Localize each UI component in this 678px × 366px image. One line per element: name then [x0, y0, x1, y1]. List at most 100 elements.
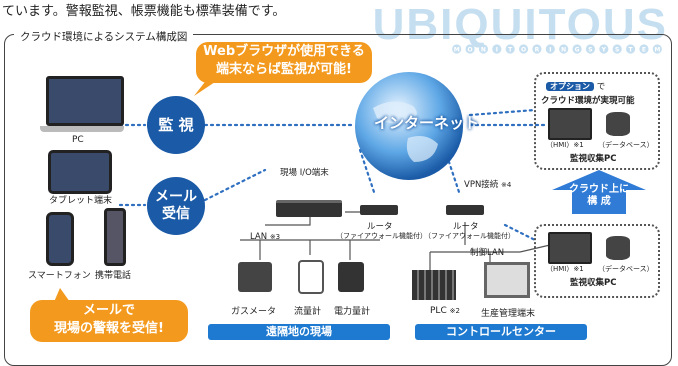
logo-ubiquitous: UBIQUITOUS: [372, 0, 668, 49]
power-meter-device: [338, 262, 364, 292]
logo-letter-circle: [625, 44, 636, 54]
field-router-device: [360, 205, 398, 215]
mobile-phone-label: 携帯電話: [95, 271, 132, 281]
io-terminal-label: 現場 I/O端末: [280, 168, 329, 178]
flow-meter-device: [298, 260, 324, 294]
internet-label: インターネット: [374, 114, 480, 132]
callout-mail-line1: メールで: [82, 303, 135, 318]
logo-letter-circle: [572, 44, 582, 54]
onsite-db-label: （データベース）: [598, 265, 654, 273]
logo-letter: S: [615, 47, 619, 54]
callout-mail-pointer: [54, 288, 70, 302]
logo-letter-circle: [452, 44, 462, 54]
cloud-pc-icon: [548, 108, 592, 140]
option-badge: オプション: [546, 82, 594, 91]
logo-letter: N: [561, 47, 566, 54]
logo-letter: G: [575, 47, 580, 54]
up-arrow-icon: [552, 170, 646, 214]
tablet-label: タブレット端末: [49, 196, 113, 206]
onsite-monitor-pc-label: 監視収集PC: [570, 278, 617, 288]
logo-letter-circle: [492, 44, 502, 54]
diagram-title: クラウド環境によるシステム構成図: [14, 29, 194, 44]
center-router-device: [446, 205, 484, 215]
remote-site-label: 遠隔地の現場: [208, 324, 390, 340]
logo-letter: M: [654, 47, 660, 54]
center-router-label: ルータ: [453, 222, 479, 232]
callout-web-pointer: [194, 78, 218, 96]
mail-circle-line1: メール: [155, 189, 197, 205]
option-text: クラウド環境が実現可能: [541, 96, 635, 106]
cloud-arrow-label: クラウド上に 構 成: [569, 184, 629, 207]
onsite-db-icon: [606, 236, 630, 260]
logo-letter-circle: [652, 44, 662, 54]
cloud-db-icon: [606, 112, 630, 136]
cloud-hmi-label: （HMI）※1: [546, 141, 584, 149]
flow-meter-label: 流量計: [294, 307, 322, 317]
cloud-option-box: [534, 72, 660, 170]
pc-device: [40, 76, 124, 132]
logo-letter: Y: [601, 47, 607, 54]
option-heading: オプション で: [546, 80, 605, 92]
logo-letter-circle: [559, 44, 569, 54]
logo-letter: E: [642, 47, 646, 54]
logo-letter-circle: [639, 44, 649, 54]
logo-letter: M: [454, 47, 460, 54]
logo-letter-circle: [478, 44, 489, 54]
control-center-label: コントロールセンター: [415, 324, 587, 340]
internet-globe: [355, 72, 463, 180]
control-lan-label: 制御LAN: [470, 248, 505, 258]
smartphone-label: スマートフォン: [28, 271, 91, 281]
tablet-device: [48, 150, 112, 194]
onsite-pc-icon: [548, 232, 592, 264]
smartphone-device: [46, 212, 74, 266]
cloud-db-label: （データベース）: [598, 141, 654, 149]
field-router-note: （ファイアウォール機能付）: [336, 232, 427, 240]
power-meter-label: 電力量計: [334, 307, 371, 317]
logo-letter: O: [521, 47, 526, 54]
up-arrow-cloud: [550, 170, 648, 214]
lan-label: LAN ※3: [250, 232, 281, 242]
logo-letter-circle: [505, 44, 515, 54]
onsite-monitor-box: [534, 224, 660, 298]
logo-letter: I: [496, 47, 498, 54]
monitor-circle: 監 視: [147, 96, 205, 154]
production-terminal-device: [484, 262, 530, 298]
io-terminal-device: [276, 200, 342, 217]
logo-letter-circle: [545, 44, 555, 54]
mail-receive-circle: メール 受信: [147, 177, 205, 235]
logo-letter: N: [481, 47, 486, 54]
logo-letter: R: [535, 47, 540, 54]
onsite-hmi-label: （HMI）※1: [546, 265, 584, 273]
mail-circle-line2: 受信: [162, 206, 190, 222]
logo-letter: O: [468, 47, 473, 54]
logo-letter-circle: [612, 44, 622, 54]
gas-meter-label: ガスメータ: [231, 307, 277, 317]
cloud-monitor-pc-label: 監視収集PC: [570, 154, 617, 164]
logo-letter: T: [508, 47, 513, 54]
vpn-label: VPN接続 ※4: [464, 180, 512, 190]
logo-letter: T: [629, 47, 634, 54]
logo-letter-circle: [599, 44, 609, 54]
mobile-phone-device: [104, 208, 126, 266]
center-router-note: （ファイアウォール機能付）: [424, 232, 515, 240]
callout-web-line2: 端末ならば監視が可能!: [216, 62, 352, 77]
logo-letter-circle: [465, 44, 475, 54]
plc-label: PLC ※2: [430, 306, 460, 316]
field-router-label: ルータ: [367, 222, 393, 232]
callout-mail: メールで 現場の警報を受信!: [30, 300, 188, 342]
callout-web-line1: Webブラウザが使用できる: [203, 44, 365, 59]
callout-mail-line2: 現場の警報を受信!: [54, 321, 164, 336]
plc-device: [412, 270, 456, 300]
logo-letter: I: [549, 47, 551, 54]
logo-letter: S: [588, 47, 592, 54]
logo-letter-circle: [518, 44, 529, 54]
callout-web-browser: Webブラウザが使用できる 端末ならば監視が可能!: [196, 42, 372, 83]
gas-meter-device: [238, 262, 272, 292]
intro-text: ています。警報監視、帳票機能も標準装備です。: [2, 4, 286, 19]
connection-lines: [118, 108, 551, 270]
logo-letter-circle: [532, 44, 542, 54]
logo-letter-circle: [585, 44, 596, 54]
production-terminal-label: 生産管理端末: [481, 309, 536, 319]
pc-label: PC: [72, 135, 84, 145]
